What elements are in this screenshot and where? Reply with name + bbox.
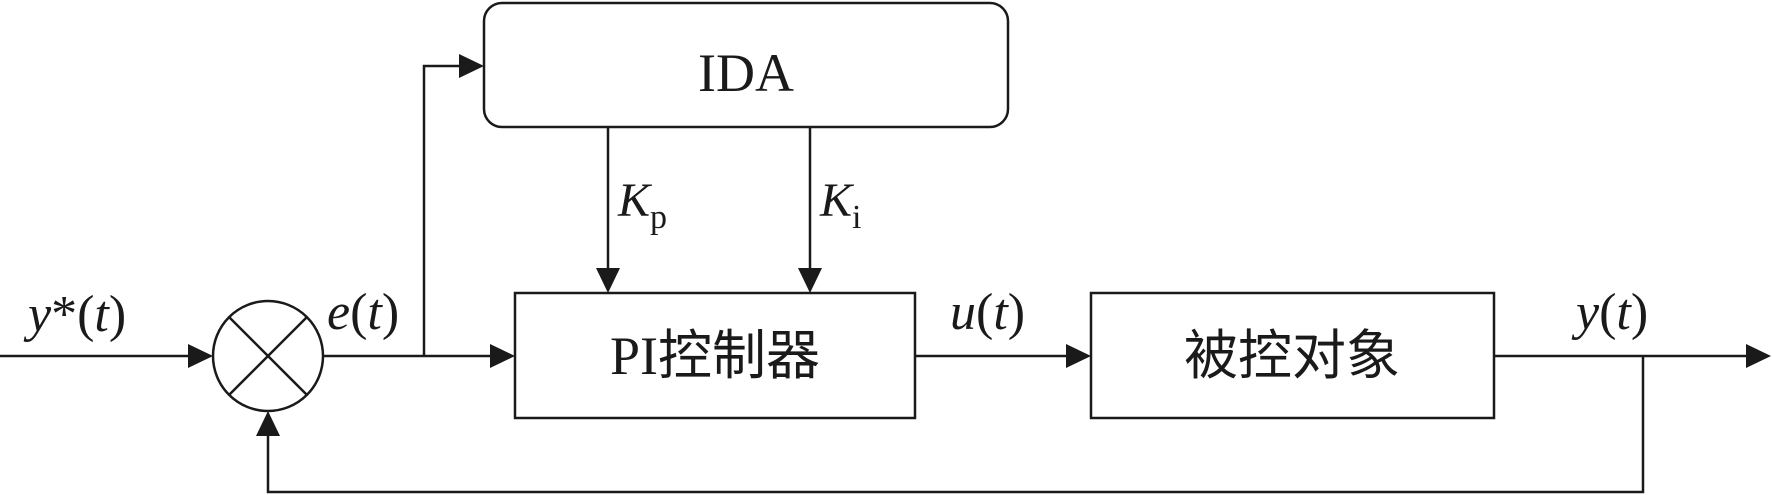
summing-junction-cross-b (228, 316, 308, 396)
control-signal-label: u(t) (950, 284, 1025, 341)
control-signal-var: t (993, 284, 1009, 341)
error-signal-arrowhead (490, 344, 515, 368)
control-signal-base: u (950, 284, 976, 341)
ida-block-frame (482, 1, 1010, 129)
kp-gain-arrowhead (596, 268, 620, 293)
error-signal-close: ) (382, 284, 399, 341)
control-signal-close: ) (1008, 284, 1025, 341)
control-signal-arrowhead (1066, 344, 1091, 368)
ki-gain-arrowhead (798, 268, 822, 293)
error-branch-to-ida-wire (422, 64, 461, 356)
output-signal-open: ( (1599, 284, 1616, 341)
reference-signal-var: t (94, 286, 110, 343)
error-signal-open: ( (350, 284, 367, 341)
ki-gain-subscript: i (852, 199, 861, 236)
error-branch-to-ida-arrowhead (459, 54, 484, 78)
error-signal-label: e(t) (327, 284, 399, 341)
output-signal-arrowhead (1746, 344, 1771, 368)
error-signal-var: t (367, 284, 383, 341)
feedback-wire (266, 356, 1645, 494)
pi-controller-block: PI控制器 (513, 291, 917, 420)
reference-signal-close: ) (109, 286, 126, 343)
plant-block-label: 被控对象 (1184, 326, 1400, 386)
feedback-arrowhead (256, 411, 280, 436)
reference-signal-label: y*(t) (23, 286, 126, 343)
ida-block-label: IDA (698, 43, 794, 103)
plant-block: 被控对象 (1089, 291, 1496, 420)
control-signal-open: ( (976, 284, 993, 341)
output-signal-base: y (1571, 284, 1600, 341)
ki-gain-label: Ki (819, 174, 861, 236)
error-signal-base: e (327, 284, 350, 341)
reference-signal-open: ( (77, 286, 94, 343)
reference-signal-base: y (23, 286, 52, 343)
output-signal-label: y(t) (1571, 284, 1648, 341)
kp-gain-base: K (617, 174, 653, 227)
ida-block: IDA (482, 1, 1010, 129)
summing-junction (211, 299, 325, 413)
kp-gain-label: Kp (617, 174, 667, 236)
kp-gain-subscript: p (650, 199, 667, 236)
output-signal-var: t (1616, 284, 1632, 341)
ki-gain-base: K (819, 174, 855, 227)
output-signal-close: ) (1631, 284, 1648, 341)
pi-controller-block-frame (513, 291, 917, 420)
pi-controller-block-label: PI控制器 (610, 326, 820, 386)
plant-block-frame (1089, 291, 1496, 420)
reference-input-arrowhead (188, 344, 213, 368)
reference-signal-mark: * (51, 286, 77, 343)
